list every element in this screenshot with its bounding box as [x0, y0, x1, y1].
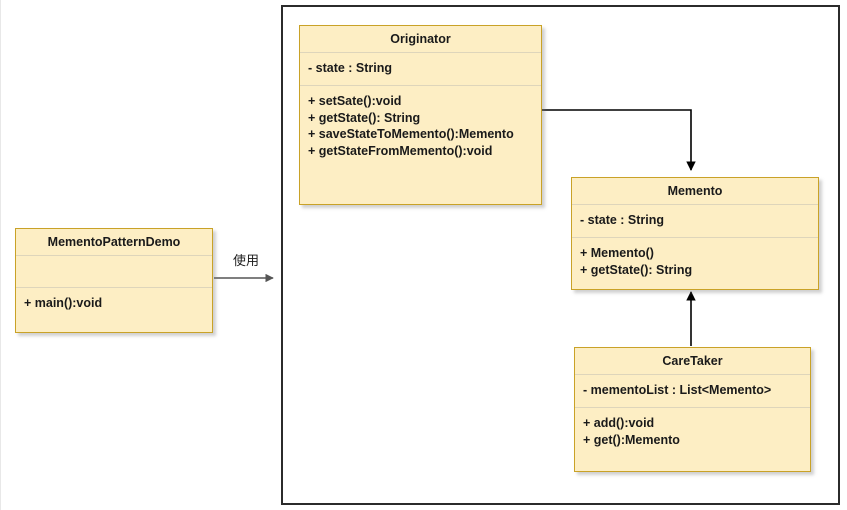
class-member: - state : String: [308, 61, 393, 75]
class-methods-memento: + Memento() + getState(): String: [572, 237, 818, 289]
class-title-originator: Originator: [390, 32, 451, 46]
class-member: + Memento(): [580, 246, 654, 260]
class-title-memento: Memento: [667, 184, 723, 198]
class-title-caretaker: CareTaker: [662, 354, 723, 368]
class-attributes-memento-pattern-demo: [16, 255, 212, 287]
class-box-originator[interactable]: Originator - state : String + setSate():…: [299, 25, 542, 205]
class-methods-memento-pattern-demo: + main():void: [16, 287, 212, 335]
class-member: - mementoList : List<Memento>: [583, 383, 772, 397]
class-member: + saveStateToMemento():Memento: [308, 127, 514, 141]
class-member: + getState(): String: [308, 110, 421, 125]
package-frame: [281, 5, 840, 505]
class-title-memento-pattern-demo: MementoPatternDemo: [47, 235, 181, 249]
class-methods-originator: + setSate():void + getState(): String + …: [300, 85, 541, 204]
edge-label-usage: 使用: [233, 253, 260, 268]
class-member: + getState(): String: [580, 262, 693, 277]
class-attributes-originator: - state : String: [300, 52, 541, 85]
class-member: + get():Memento: [583, 432, 680, 447]
class-box-memento-pattern-demo[interactable]: MementoPatternDemo + main():void: [15, 228, 213, 333]
class-member: + getStateFromMemento():void: [308, 143, 493, 158]
class-attributes-caretaker: - mementoList : List<Memento>: [575, 374, 810, 407]
class-member: + main():void: [24, 296, 103, 310]
class-member: + setSate():void: [308, 94, 402, 108]
class-box-caretaker[interactable]: CareTaker - mementoList : List<Memento> …: [574, 347, 811, 472]
class-attributes-memento: - state : String: [572, 204, 818, 237]
class-member: + add():void: [583, 416, 655, 430]
class-methods-caretaker: + add():void + get():Memento: [575, 407, 810, 471]
class-box-memento[interactable]: Memento - state : String + Memento() + g…: [571, 177, 819, 290]
class-member: - state : String: [580, 213, 665, 227]
